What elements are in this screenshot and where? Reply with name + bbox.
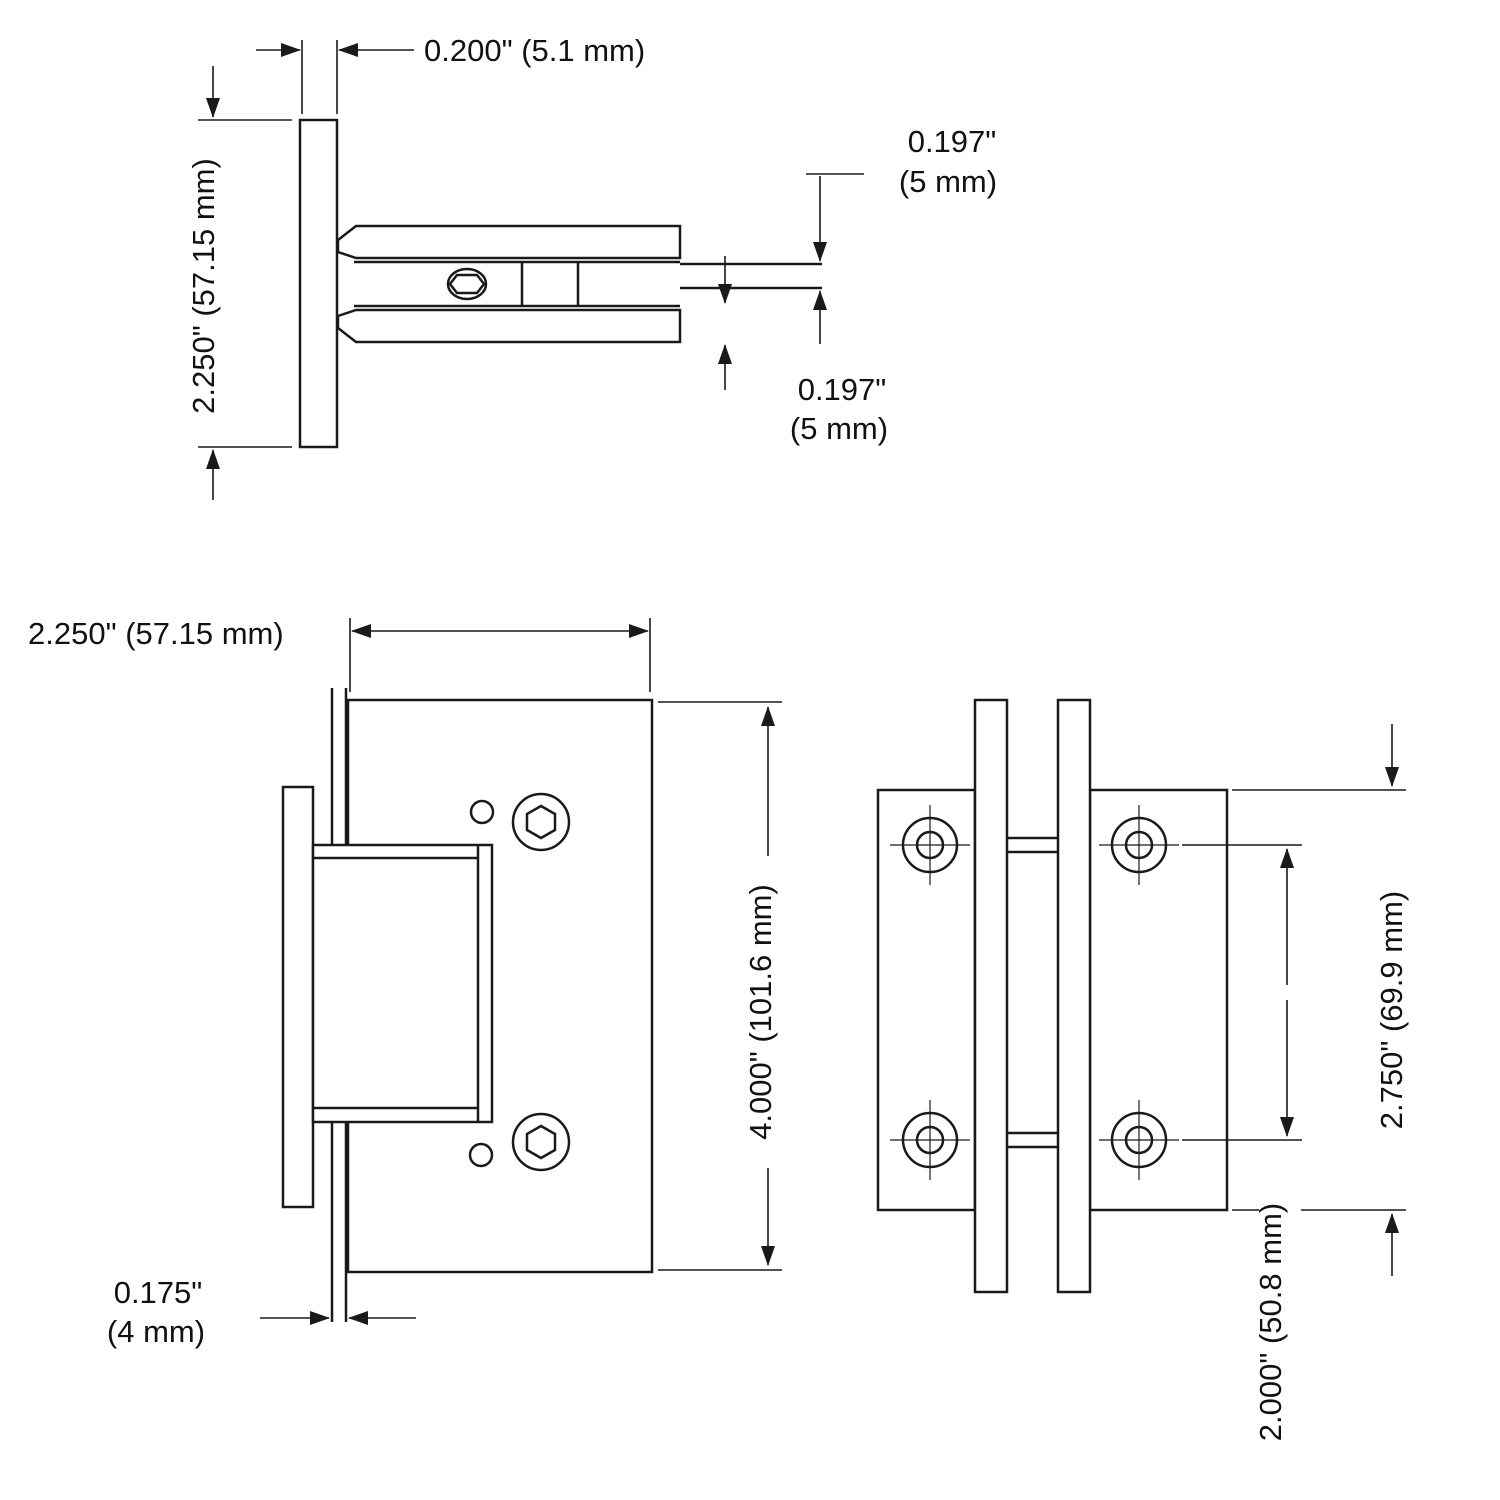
dim-glass-thickness-mm-label: (5 mm) — [899, 164, 997, 199]
dim-glass-thickness-in-label: 0.197" — [908, 124, 997, 159]
dim-hole-spacing-label: 2.000" (50.8 mm) — [1253, 1203, 1288, 1441]
dim-edge-height-label: 2.750" (69.9 mm) — [1374, 891, 1409, 1129]
front-view — [281, 688, 654, 1322]
hex-screw-top — [511, 792, 571, 852]
wall-plate-front — [281, 785, 315, 1209]
screw-top-right — [1099, 805, 1179, 885]
clamp-body-front — [311, 843, 494, 1124]
front-view-dimensions: 2.250" (57.15 mm) 4.000" (101.6 mm) 0.17… — [28, 616, 782, 1349]
side-profile-view — [298, 118, 822, 449]
hex-socket-bottom — [525, 1124, 557, 1160]
edge-view — [876, 698, 1229, 1294]
dim-front-height-label: 4.000" (101.6 mm) — [743, 884, 778, 1140]
left-leaf-plate — [876, 788, 977, 1212]
hex-screw-bottom — [511, 1112, 571, 1172]
dim-plate-width-label: 2.250" (57.15 mm) — [186, 158, 221, 414]
dim-jaw-thickness-mm-label: (5 mm) — [790, 411, 888, 446]
screw-bottom-left — [890, 1100, 970, 1180]
dim-jaw-thickness-in-label: 0.197" — [798, 372, 887, 407]
edge-view-dimensions: 2.750" (69.9 mm) 2.000" (50.8 mm) — [1182, 724, 1409, 1441]
clamp-screw-hex — [448, 273, 486, 295]
clamp-bottom-jaw — [336, 308, 682, 344]
wall-plate-edge — [298, 118, 339, 449]
glass-panel-edge — [1056, 698, 1092, 1294]
right-leaf-plate — [1088, 788, 1229, 1212]
hex-socket-top — [525, 804, 557, 840]
clamp-top-jaw — [336, 224, 682, 260]
glass-panel-edge — [973, 698, 1009, 1294]
screw-bottom-right — [1099, 1100, 1179, 1180]
screw-top-left — [890, 805, 970, 885]
dim-front-width-label: 2.250" (57.15 mm) — [28, 616, 284, 651]
side-profile-dimensions: 0.200" (5.1 mm) 2.250" (57.15 mm) 0.197"… — [186, 33, 997, 500]
pin-hole-top — [469, 799, 495, 825]
dim-glass4-in-label: 0.175" — [114, 1275, 203, 1310]
dim-plate-thickness-label: 0.200" (5.1 mm) — [424, 33, 645, 68]
dim-glass4-mm-label: (4 mm) — [107, 1314, 205, 1349]
pin-hole-bottom — [468, 1142, 494, 1168]
clamp-screw-side — [446, 267, 488, 301]
